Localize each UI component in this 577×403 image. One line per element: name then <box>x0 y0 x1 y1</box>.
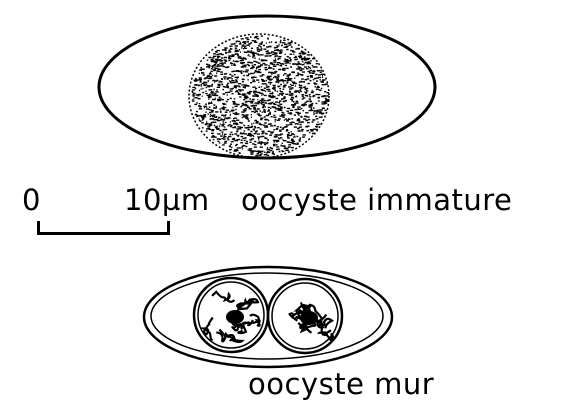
sporocyst-left <box>194 278 268 352</box>
immature-oocyst-label: oocyste immature <box>241 186 512 215</box>
sporocyst-right <box>268 279 342 353</box>
scale-bar-end-label: 10µm <box>124 186 210 215</box>
scale-bar <box>37 232 170 235</box>
scale-bar-start-label: 0 <box>22 186 41 215</box>
sporozoites-right <box>290 302 333 340</box>
scale-bar-right-tick <box>167 221 170 234</box>
mature-oocyst-label: oocyste mur <box>248 370 434 399</box>
immature-sporont <box>189 34 329 158</box>
sporozoites-left <box>204 292 260 342</box>
